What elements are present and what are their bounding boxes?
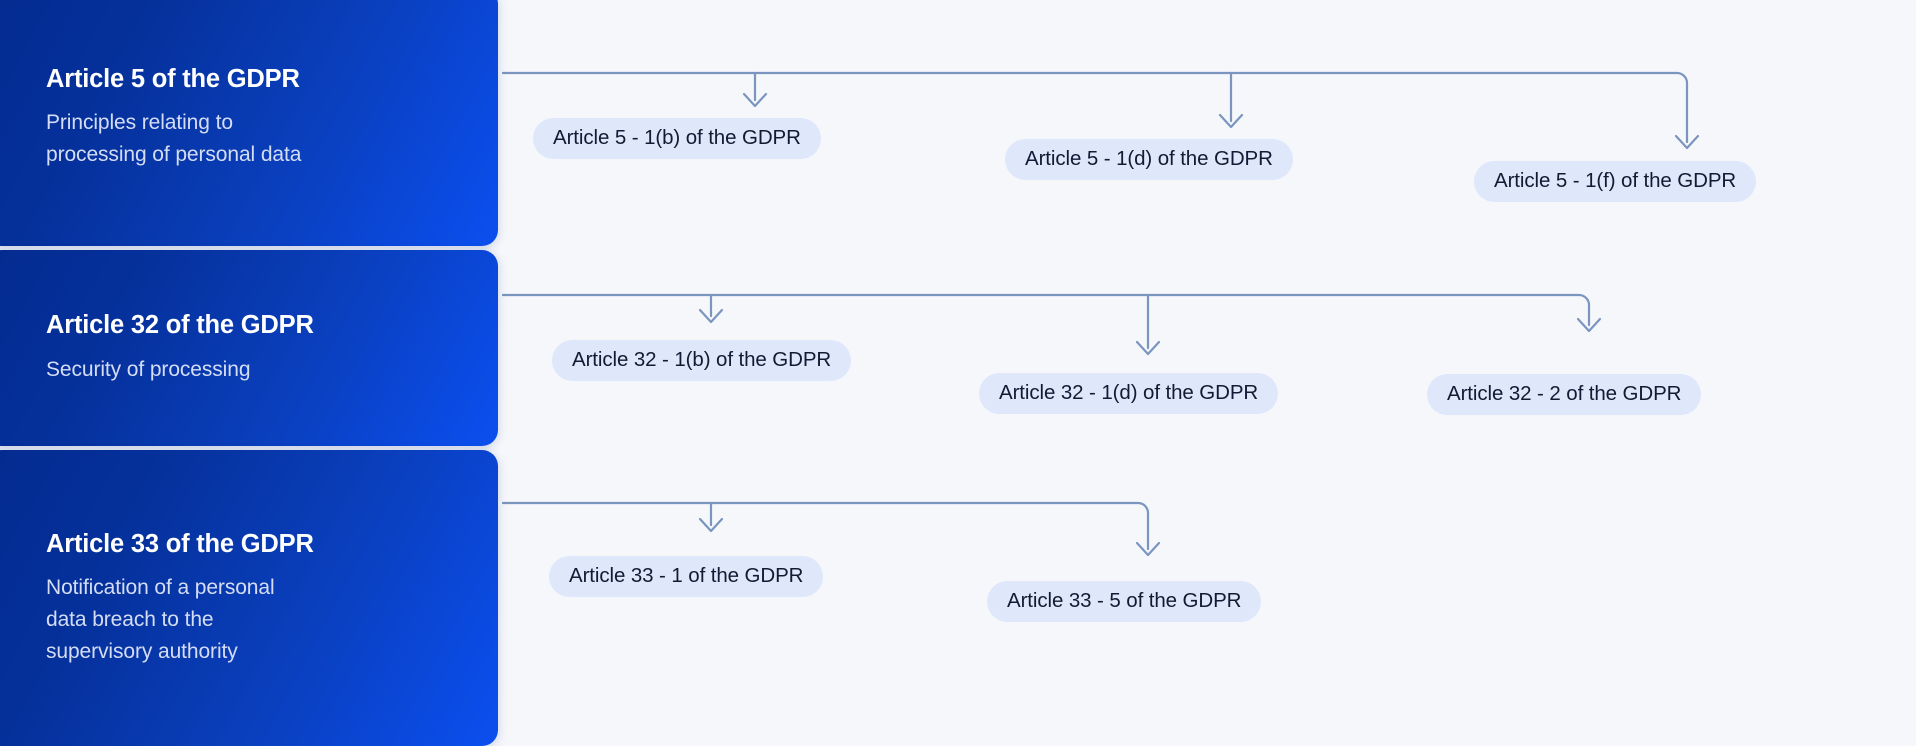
group-card-title: Article 33 of the GDPR: [46, 529, 314, 558]
node-article-33-5[interactable]: Article 33 - 5 of the GDPR: [987, 581, 1262, 622]
group-card-subtitle: Notification of a personal data breach t…: [46, 575, 275, 663]
node-article-5-1d[interactable]: Article 5 - 1(d) of the GDPR: [1005, 139, 1293, 180]
group-card-subtitle: Security of processing: [46, 357, 251, 381]
group-card-column: Article 5 of the GDPR Principles relatin…: [0, 0, 498, 746]
group-card-title: Article 32 of the GDPR: [46, 311, 314, 340]
connector-trunk-article-33: [501, 501, 1150, 551]
arrowhead-article-5-1d: [1218, 113, 1244, 129]
node-article-5-1b[interactable]: Article 5 - 1(b) of the GDPR: [533, 118, 821, 159]
group-card-title: Article 5 of the GDPR: [46, 64, 300, 93]
arrowhead-article-32-1b: [698, 308, 724, 324]
arrowhead-article-33-5: [1135, 541, 1161, 557]
node-article-32-1d[interactable]: Article 32 - 1(d) of the GDPR: [979, 373, 1279, 414]
node-article-5-1f[interactable]: Article 5 - 1(f) of the GDPR: [1474, 161, 1757, 202]
arrowhead-article-32-2: [1576, 317, 1602, 333]
node-article-32-2[interactable]: Article 32 - 2 of the GDPR: [1427, 374, 1702, 415]
group-card-subtitle: Principles relating to processing of per…: [46, 110, 302, 166]
arrowhead-article-5-1f: [1674, 134, 1700, 150]
node-article-32-1b[interactable]: Article 32 - 1(b) of the GDPR: [552, 340, 852, 381]
arrowhead-article-33-1: [698, 517, 724, 533]
group-card-article-32[interactable]: Article 32 of the GDPR Security of proce…: [0, 250, 498, 446]
arrowhead-article-32-1d: [1135, 340, 1161, 356]
connector-trunk-article-32: [501, 293, 1591, 327]
group-card-article-33[interactable]: Article 33 of the GDPR Notification of a…: [0, 450, 498, 746]
node-article-33-1[interactable]: Article 33 - 1 of the GDPR: [549, 556, 824, 597]
arrowhead-article-5-1b: [742, 92, 768, 108]
group-card-article-5[interactable]: Article 5 of the GDPR Principles relatin…: [0, 0, 498, 246]
